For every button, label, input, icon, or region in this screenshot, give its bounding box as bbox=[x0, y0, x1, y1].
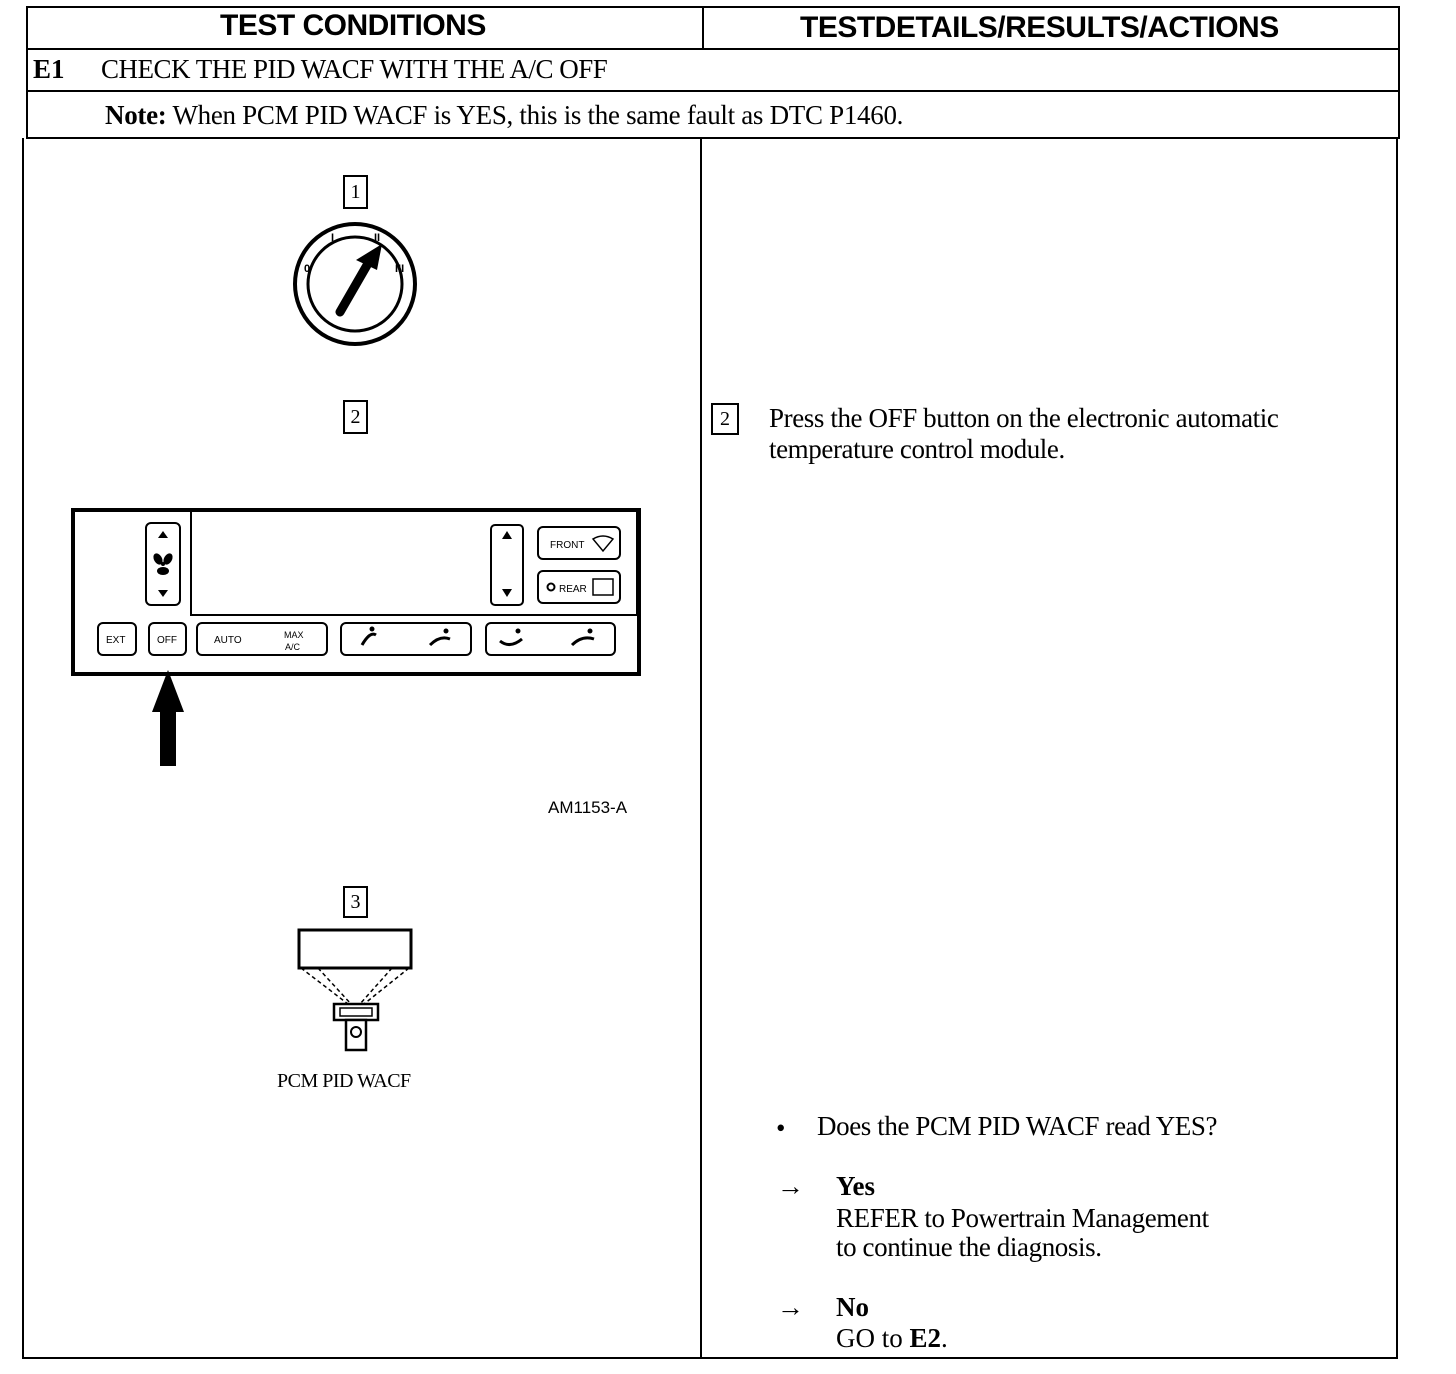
frame-right bbox=[1398, 6, 1400, 138]
header-test-details: TESTDETAILS/RESULTS/ACTIONS bbox=[800, 11, 1279, 44]
step-1-box: 1 bbox=[343, 175, 368, 209]
pid-caption: PCM PID WACF bbox=[277, 1070, 411, 1092]
off-button-pointer-arrow bbox=[152, 670, 184, 766]
frame-bottom bbox=[22, 1357, 1398, 1359]
no-arrow: → bbox=[777, 1292, 804, 1322]
frame-note-bottom bbox=[26, 137, 1400, 139]
climate-control-panel: FRONT REAR EXT OFF AUTO MAX A/C bbox=[71, 508, 641, 676]
step-3-box: 3 bbox=[343, 886, 368, 918]
step-title: CHECK THE PID WACF WITH THE A/C OFF bbox=[101, 54, 608, 84]
no-action-text: GO to bbox=[836, 1323, 910, 1353]
question-text: Does the PCM PID WACF read YES? bbox=[817, 1111, 1218, 1141]
ignition-pos-3: III bbox=[395, 263, 404, 275]
frame-right-lower bbox=[1396, 138, 1398, 1359]
header-test-conditions: TEST CONDITIONS bbox=[220, 9, 486, 42]
note-label: Note: bbox=[105, 100, 167, 130]
ac-label: A/C bbox=[285, 642, 301, 652]
step-2-instruction-line-2: temperature control module. bbox=[769, 434, 1065, 464]
no-action-target: E2 bbox=[909, 1323, 942, 1353]
frame-step-bottom bbox=[26, 90, 1400, 92]
frame-header-bottom bbox=[26, 48, 1400, 50]
column-divider-header bbox=[702, 6, 704, 50]
windshield-defrost-icon bbox=[591, 535, 615, 553]
yes-label: Yes bbox=[836, 1171, 875, 1201]
max-label: MAX bbox=[284, 630, 304, 640]
ignition-pos-1: I bbox=[331, 232, 334, 244]
front-defrost-label: FRONT bbox=[550, 540, 584, 551]
floor-vent-icon bbox=[499, 628, 523, 646]
rear-defrost-label: REAR bbox=[559, 584, 587, 595]
yes-arrow: → bbox=[777, 1171, 804, 1201]
step-2-instruction-line-1: Press the OFF button on the electronic a… bbox=[769, 403, 1279, 433]
ignition-switch-illustration: 0 I II III bbox=[293, 222, 417, 346]
question-bullet: • bbox=[776, 1113, 786, 1143]
step-id: E1 bbox=[33, 54, 65, 84]
ext-button-label: EXT bbox=[106, 635, 125, 646]
yes-action-line-2: to continue the diagnosis. bbox=[836, 1232, 1102, 1262]
step-2-box-right: 2 bbox=[711, 403, 739, 435]
frame-top bbox=[26, 6, 1400, 8]
ignition-pos-0: 0 bbox=[304, 263, 310, 275]
frame-left bbox=[26, 6, 28, 138]
no-action-period: . bbox=[941, 1323, 948, 1353]
note-row: Note: When PCM PID WACF is YES, this is … bbox=[105, 100, 903, 131]
column-divider-body bbox=[700, 138, 702, 1359]
step-2-box-left: 2 bbox=[343, 400, 368, 434]
auto-button-label: AUTO bbox=[214, 635, 242, 646]
panel-vent-icon bbox=[360, 626, 377, 646]
frame-left-lower bbox=[22, 138, 24, 1359]
rear-window-defrost-icon bbox=[592, 578, 614, 596]
floor-defrost-vent-icon bbox=[570, 628, 595, 647]
figure-id: AM1153-A bbox=[548, 798, 628, 817]
yes-action-line-1: REFER to Powertrain Management bbox=[836, 1203, 1209, 1233]
note-text: When PCM PID WACF is YES, this is the sa… bbox=[172, 100, 904, 130]
ignition-pos-2: II bbox=[374, 232, 380, 244]
no-action: GO to E2. bbox=[836, 1323, 948, 1354]
no-label: No bbox=[836, 1292, 869, 1322]
fan-icon bbox=[153, 553, 173, 575]
scan-tool-illustration bbox=[297, 928, 413, 1052]
bilevel-vent-icon bbox=[428, 628, 451, 647]
off-button-label: OFF bbox=[157, 635, 177, 646]
